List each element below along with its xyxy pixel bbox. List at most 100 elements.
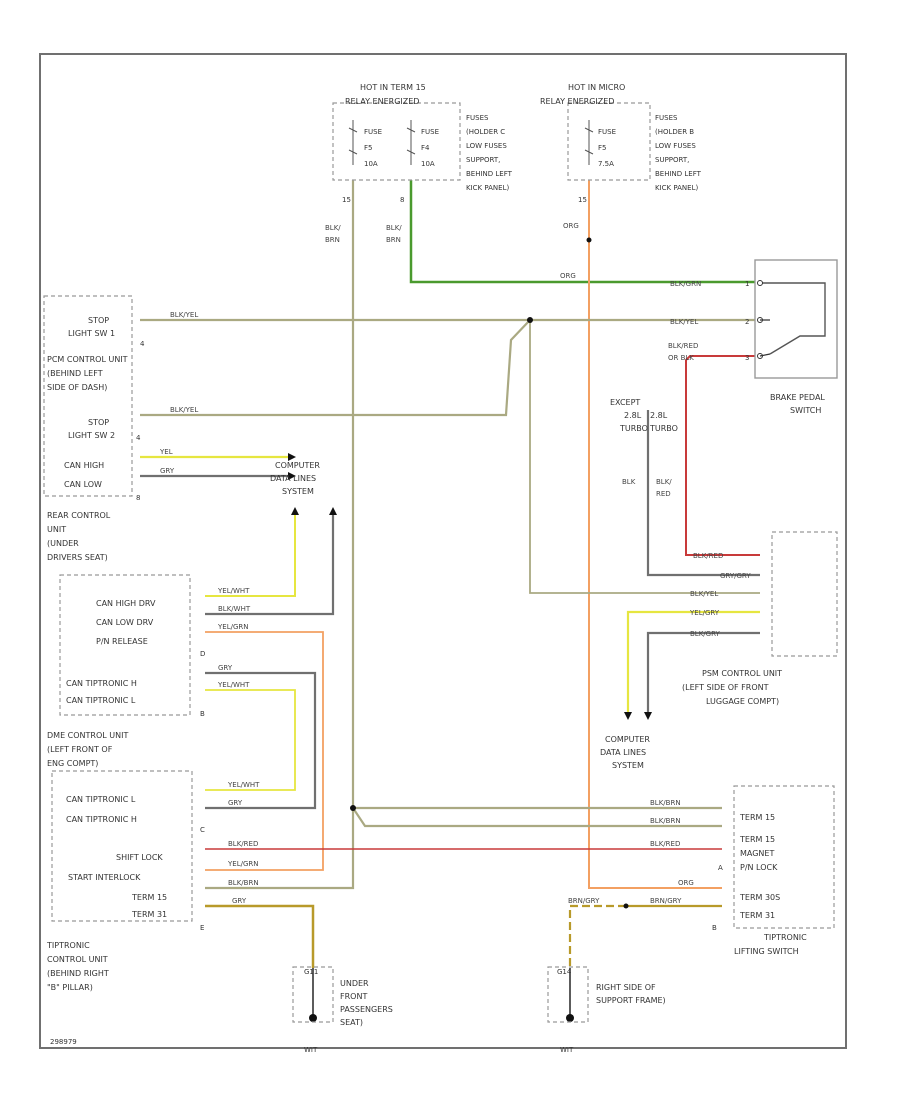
- ground-2-bottom: WIT: [560, 1046, 574, 1054]
- tls-t31: TERM 31: [739, 911, 775, 920]
- ground-dot-2: [566, 1014, 574, 1022]
- ground-box-1: [292, 966, 334, 1023]
- brake-switch-body: [754, 259, 838, 379]
- wire-psm-gry: [646, 410, 760, 577]
- wire-pn-release: [205, 631, 324, 871]
- pin-l2: 8: [400, 196, 404, 204]
- fuse-symbols: [348, 120, 594, 165]
- pin-r: 15: [578, 196, 587, 204]
- dme-w2: BLK/WHT: [218, 605, 251, 613]
- except-wblk: BLK: [622, 478, 636, 486]
- dme-pin2: B: [200, 710, 205, 718]
- rear-canh: CAN HIGH: [64, 461, 104, 470]
- wire-tiptronic-l: [205, 689, 296, 791]
- splice-term15: [350, 805, 356, 811]
- ground-1-bottom: WIT: [304, 1046, 318, 1054]
- tls-pinA: A: [718, 864, 723, 872]
- wire-brake-red: [685, 355, 760, 556]
- pin-l1: 15: [342, 196, 351, 204]
- tls-t15a: TERM 15: [739, 813, 775, 822]
- dme-pn: P/N RELEASE: [96, 637, 148, 646]
- pcm-pin-b: 4: [136, 434, 141, 442]
- pcm-w-stop2: BLK/YEL: [170, 406, 198, 414]
- tcu-t15: TERM 15: [131, 893, 167, 902]
- dme-canl: CAN LOW DRV: [96, 618, 154, 627]
- splice-org: [586, 237, 592, 243]
- tcu-w2: GRY: [228, 799, 243, 807]
- dme-ttcl: CAN TIPTRONIC L: [66, 696, 136, 705]
- psm-box: [771, 531, 838, 657]
- psm-w3: BLK/YEL: [690, 590, 718, 598]
- wire-stop-light-psm: [529, 320, 760, 594]
- wire-dme-canl: [205, 515, 335, 616]
- tcu-w4: YEL/GRN: [227, 860, 258, 868]
- tcu-w5: BLK/BRN: [228, 879, 259, 887]
- tcu-shift: SHIFT LOCK: [116, 853, 163, 862]
- rear-wg: GRY: [160, 467, 175, 475]
- dme-w4: GRY: [218, 664, 233, 672]
- tls-pl: P/N LOCK: [740, 863, 778, 872]
- cdl-arrows: [288, 453, 652, 720]
- wire-label-blkbrn1: BLK/BRN: [325, 224, 341, 244]
- diagram-frame: [39, 53, 847, 1049]
- tcu-start: START INTERLOCK: [68, 873, 141, 882]
- fuse-holder-c-box: [332, 102, 461, 181]
- wire-label-org1: ORG: [563, 222, 579, 230]
- pcm-pin-a: 4: [140, 340, 145, 348]
- tls-box: [733, 785, 835, 929]
- tcu-w1: YEL/WHT: [227, 781, 260, 789]
- tcu-w6: GRY: [232, 897, 247, 905]
- tcu-w3: BLK/RED: [228, 840, 258, 848]
- ground-dot-1: [309, 1014, 317, 1022]
- rear-pin: 8: [136, 494, 140, 502]
- tls-w4: ORG: [678, 879, 694, 887]
- splice-gnd: [623, 903, 629, 909]
- brake-w1: BLK/GRN: [670, 280, 701, 288]
- splice-stop: [527, 317, 533, 323]
- tcu-box: [51, 770, 193, 922]
- wire-tiptronic-h: [205, 671, 317, 810]
- brake-p2: 2: [745, 318, 749, 326]
- except-wblkred: BLK/RED: [656, 478, 672, 498]
- wire-green-power: [409, 180, 755, 284]
- dme-pin: D: [200, 650, 205, 658]
- tls-t30: TERM 30S: [739, 893, 780, 902]
- psm-w5: BLK/GRY: [690, 630, 720, 638]
- psm-w1: BLK/RED: [693, 552, 723, 560]
- wire-label-blkbrn2: BLK/BRN: [386, 224, 402, 244]
- dme-ttch: CAN TIPTRONIC H: [66, 679, 137, 688]
- tls-w2: BLK/BRN: [650, 817, 681, 825]
- tcu-pin: C: [200, 826, 205, 834]
- dme-box: [59, 574, 191, 716]
- wire-psm-canl: [646, 631, 760, 712]
- dme-w1: YEL/WHT: [217, 587, 250, 595]
- psm-w2: GRY/GRY: [720, 572, 751, 580]
- tcu-pinE: E: [200, 924, 204, 932]
- tls-w6: BRN/GRY: [568, 897, 600, 905]
- pcm-w-stop1: BLK/YEL: [170, 311, 198, 319]
- brake-p3: 3: [745, 354, 749, 362]
- ground-2-tag: G14: [557, 968, 572, 976]
- ground-box-2: [547, 966, 589, 1023]
- wire-tls-ground-2: [568, 904, 626, 968]
